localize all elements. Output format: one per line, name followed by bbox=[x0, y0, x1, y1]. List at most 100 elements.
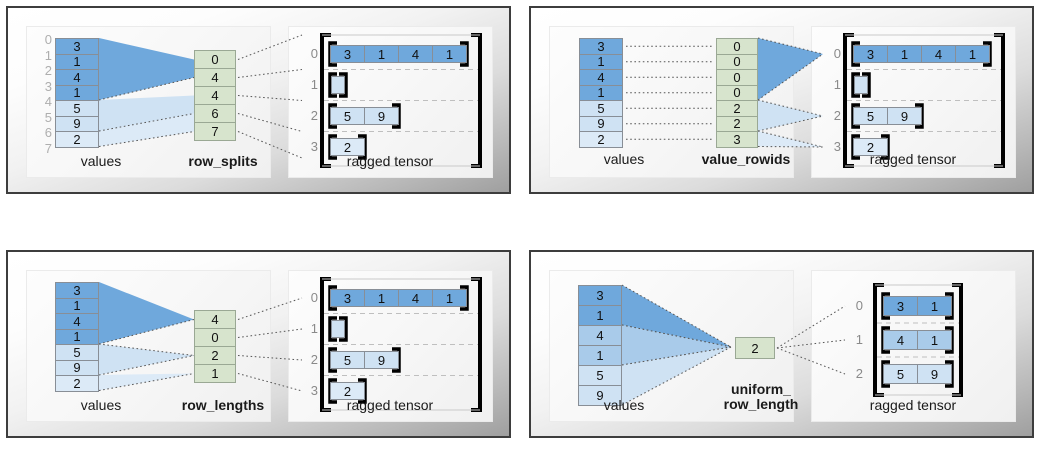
row-bracket-right bbox=[915, 103, 924, 129]
tensor-value-cell: 1 bbox=[917, 296, 952, 316]
tensor-value-cell: 9 bbox=[364, 107, 399, 125]
fan-edge-top-1 bbox=[621, 324, 732, 348]
tensor-value-cell: 1 bbox=[917, 330, 952, 350]
ragged-tensor-brackets bbox=[873, 283, 963, 397]
tensor-caption: ragged tensor bbox=[346, 397, 434, 413]
row-bracket-right bbox=[339, 72, 348, 98]
tensor-connector-0 bbox=[776, 305, 846, 349]
row-bracket-right bbox=[392, 103, 401, 129]
value-cell: 2 bbox=[55, 131, 99, 148]
connector-layer bbox=[626, 37, 824, 148]
partition-cell: 0 bbox=[716, 84, 758, 101]
tensor-empty-cell bbox=[854, 76, 868, 94]
tensor-value-cell: 3 bbox=[330, 289, 365, 307]
len-edge-c bbox=[98, 355, 195, 376]
value-cell: 2 bbox=[579, 131, 623, 148]
row-bracket-right bbox=[392, 347, 401, 373]
len-fan-0 bbox=[99, 282, 194, 344]
tensor-value-cell: 1 bbox=[364, 45, 399, 63]
tensor-value-cell: 9 bbox=[364, 351, 399, 369]
tensor-empty-cell bbox=[331, 76, 345, 94]
tensor-value-cell: 4 bbox=[398, 45, 433, 63]
tensor-value-cell: 1 bbox=[955, 45, 990, 63]
fan-group-1 bbox=[622, 325, 731, 365]
row-bracket-left bbox=[851, 72, 860, 98]
fan-edge-a bbox=[98, 77, 195, 101]
len-connector-0 bbox=[237, 297, 303, 320]
partition-cell: 0 bbox=[194, 50, 236, 69]
connector-layer bbox=[98, 34, 303, 159]
tensor-value-cell: 2 bbox=[330, 382, 365, 400]
fan-edge-c bbox=[98, 131, 195, 147]
tensor-value-cell: 1 bbox=[432, 45, 467, 63]
fan-row3 bbox=[99, 113, 194, 147]
tensor-value-cell: 4 bbox=[921, 45, 956, 63]
row-bracket-left bbox=[328, 72, 337, 98]
value-index-label: 5 bbox=[44, 109, 52, 125]
rowid-fan-0 bbox=[758, 38, 823, 100]
ragged-tensor-brackets bbox=[843, 33, 1005, 168]
partition-caption: value_rowids bbox=[701, 151, 791, 167]
partition-caption: row_lengths bbox=[181, 397, 265, 413]
tensor-value-cell: 5 bbox=[330, 107, 365, 125]
tensor-value-cell: 1 bbox=[364, 289, 399, 307]
fan-edge-b bbox=[98, 113, 195, 132]
tensor-value-cell: 9 bbox=[887, 107, 922, 125]
row-bracket-right bbox=[945, 292, 954, 320]
tensor-value-cell: 3 bbox=[330, 45, 365, 63]
values-caption: values bbox=[80, 153, 122, 169]
tensor-row-label: 1 bbox=[310, 321, 318, 336]
tensor-row-label: 1 bbox=[310, 77, 318, 92]
ragged-tensor-brackets bbox=[320, 33, 482, 168]
value-index-label: 1 bbox=[44, 47, 52, 63]
values-caption: values bbox=[603, 397, 645, 413]
tensor-value-cell: 2 bbox=[330, 138, 365, 156]
tensor-value-cell: 2 bbox=[853, 138, 888, 156]
rowid-fan-edge-t-2 bbox=[757, 130, 824, 148]
tensor-row-label: 2 bbox=[833, 108, 841, 123]
tensor-row-label: 3 bbox=[833, 139, 841, 154]
row-bracket-right bbox=[983, 41, 992, 67]
ragged-tensor-brackets bbox=[320, 277, 482, 412]
tensor-row-label: 0 bbox=[310, 46, 318, 61]
connector-layer bbox=[621, 284, 846, 406]
value-index-label: 7 bbox=[44, 140, 52, 156]
value-cell: 5 bbox=[55, 100, 99, 117]
value-cell: 2 bbox=[55, 375, 99, 392]
rowid-fan-1 bbox=[758, 100, 823, 131]
partition-cell: 4 bbox=[194, 310, 236, 329]
tensor-row-label: 2 bbox=[310, 108, 318, 123]
tensor-value-cell: 9 bbox=[917, 364, 952, 384]
len-edge-d bbox=[98, 373, 195, 391]
tensor-caption: ragged tensor bbox=[869, 397, 957, 413]
tensor-caption: ragged tensor bbox=[869, 151, 957, 167]
tensor-value-cell: 4 bbox=[883, 330, 918, 350]
split-connector-3 bbox=[237, 113, 303, 132]
tensor-row-label: 3 bbox=[310, 139, 318, 154]
tensor-row-label: 0 bbox=[855, 298, 863, 313]
tensor-value-cell: 5 bbox=[330, 351, 365, 369]
split-connector-0 bbox=[237, 34, 303, 60]
row-bracket-right bbox=[460, 285, 469, 311]
partition-caption: uniform_ row_length bbox=[723, 381, 799, 413]
connector-layer bbox=[98, 282, 303, 392]
uniform-row-length-cell: 2 bbox=[735, 337, 775, 359]
value-cell: 3 bbox=[578, 285, 622, 306]
values-caption: values bbox=[603, 151, 645, 167]
rowid-fan-edge-b-0 bbox=[757, 53, 824, 101]
len-fan-2 bbox=[99, 344, 194, 375]
value-index-label: 0 bbox=[44, 32, 52, 47]
